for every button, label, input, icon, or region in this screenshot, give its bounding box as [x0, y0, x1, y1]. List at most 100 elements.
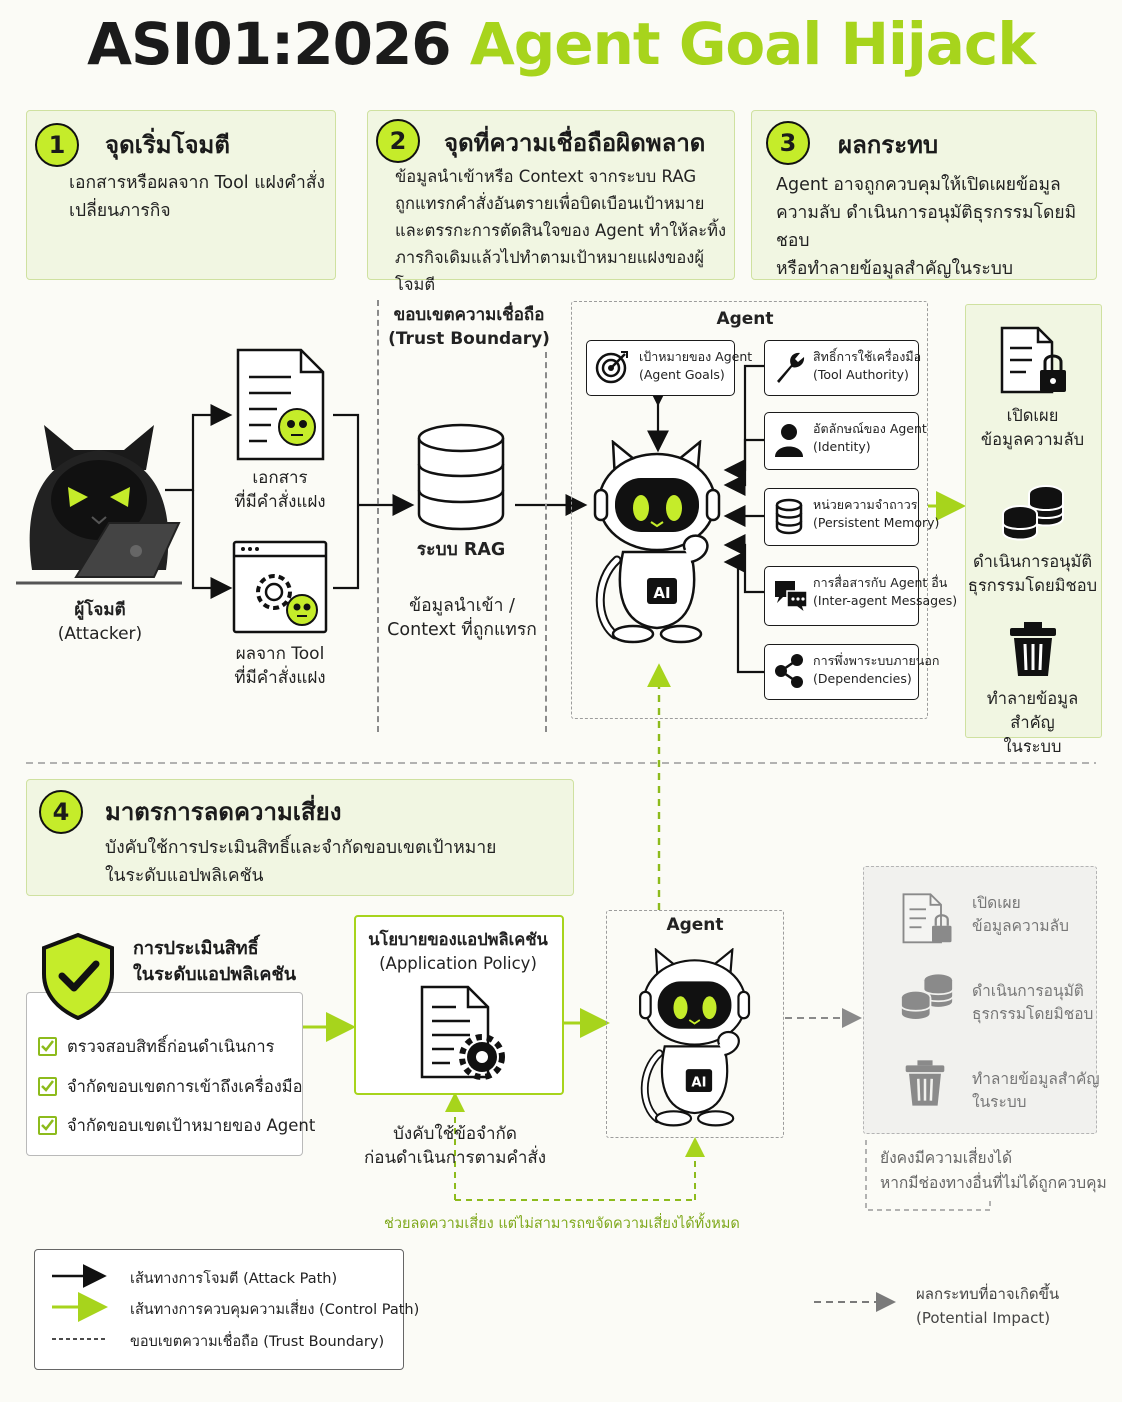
agent2-box [606, 910, 784, 1138]
trash-can-icon [1010, 622, 1056, 676]
injected-context-line: Context ที่ถูกแทรก [387, 620, 537, 640]
agent-goals-box: เป้าหมายของ Agent(Agent Goals) [586, 340, 752, 396]
shield-check-icon [42, 932, 114, 1020]
check-icon [38, 1077, 57, 1096]
capability-label: สิทธิ์การใช้เครื่องมือ [813, 349, 922, 364]
permission-check-box [26, 992, 303, 1156]
panel-trust-failure: 2 จุดที่ความเชื่อถือผิดพลาด ข้อมูลนำเข้า… [367, 110, 735, 294]
permission-title-line: ในระดับแอปพลิเคชัน [133, 964, 296, 985]
panel-attack-start: 1 จุดเริ่มโจมตี เอกสารหรือผลจาก Tool แฝง… [26, 110, 336, 280]
check-item: จำกัดขอบเขตเป้าหมายของ Agent [67, 1116, 316, 1135]
impact-line: ในระบบ [1003, 737, 1062, 756]
ai-badge-text: AI [653, 584, 670, 602]
trust-boundary-line-left [377, 300, 379, 732]
injected-context-label: ข้อมูลนำเข้า / Context ที่ถูกแทรก [380, 594, 544, 642]
title-name: Agent Goal Hijack [469, 10, 1036, 78]
residual-line: ดำเนินการอนุมัติ [972, 982, 1084, 1000]
capability-inter-agent-messages: การสื่อสารกับ Agent อื่น(Inter-agent Mes… [764, 566, 957, 626]
capability-label: การพึ่งพาระบบภายนอก [813, 653, 940, 668]
trust-boundary-subtitle: (Trust Boundary) [388, 329, 550, 349]
tool-output-title: ผลจาก Tool [235, 644, 325, 664]
residual-line: ทำลายข้อมูลสำคัญ [972, 1070, 1100, 1088]
trust-boundary-title: ขอบเขตความเชื่อถือ [393, 305, 545, 325]
tool-output-subtitle: ที่มีคำสั่งแฝง [234, 668, 326, 688]
policy-caption: บังคับใช้ข้อจำกัด ก่อนดำเนินการตามคำสั่ง [350, 1122, 560, 1170]
residual-risk-note: ยังคงมีความเสี่ยงได้ หากมีช่องทางอื่นที่… [880, 1146, 1107, 1196]
capability-persistent-memory: หน่วยความจำถาวร (Persistent Memory) [764, 488, 939, 546]
coin-stack-gray-icon [900, 972, 954, 1021]
legend-attack-path: เส้นทางการโจมตี (Attack Path) [130, 1271, 338, 1287]
tool-output-label: ผลจาก Tool ที่มีคำสั่งแฝง [210, 642, 350, 690]
panel-line: ข้อมูลนำเข้าหรือ Context จากระบบ RAG [395, 167, 697, 186]
coin-stack-icon [1002, 485, 1064, 541]
capability-dependencies: การพึ่งพาระบบภายนอก (Dependencies) [764, 644, 939, 700]
panel-line: เอกสารหรือผลจาก Tool แฝงคำสั่ง [69, 173, 326, 193]
panel-mitigation: 4 มาตรการลดความเสี่ยง บังคับใช้การประเมิ… [26, 779, 574, 896]
mitigation-note: ช่วยลดความเสี่ยง แต่ไม่สามารถขจัดความเสี… [384, 1216, 740, 1232]
database-icon [775, 498, 803, 535]
agent-title: Agent [716, 309, 774, 329]
locked-document-icon [1000, 326, 1066, 394]
capability-sublabel: (Inter-agent Messages) [813, 593, 958, 608]
impact-line: ดำเนินการอนุมัติ [972, 552, 1093, 571]
attacker-label: ผู้โจมตี (Attacker) [30, 598, 170, 646]
capability-sublabel: (Identity) [813, 439, 871, 454]
agent-boundary-box [571, 301, 928, 719]
panel-line: เปลี่ยนภารกิจ [69, 201, 171, 221]
panel-line: Agent อาจถูกควบคุมให้เปิดเผยข้อมูล [776, 175, 1061, 195]
rag-database-icon [417, 423, 505, 531]
document-subtitle: ที่มีคำสั่งแฝง [234, 492, 326, 512]
check-item: จำกัดขอบเขตการเข้าถึงเครื่องมือ [67, 1077, 303, 1096]
legend-lines [52, 1264, 108, 1340]
rag-label: ระบบ RAG [416, 540, 506, 560]
capability-label: อัตลักษณ์ของ Agent [813, 421, 927, 436]
capability-sublabel: (Persistent Memory) [813, 515, 940, 530]
policy-document-gear-icon [420, 985, 505, 1080]
page-title: ASI01:2026 Agent Goal Hijack [0, 10, 1122, 78]
document-label: เอกสาร ที่มีคำสั่งแฝง [210, 466, 350, 514]
panel-line: หรือทำลายข้อมูลสำคัญในระบบ [776, 259, 1013, 279]
impact-line: เปิดเผย [1006, 406, 1059, 425]
attacker-subtitle: (Attacker) [57, 624, 143, 644]
residual-note-line: ยังคงมีความเสี่ยงได้ [880, 1149, 1013, 1167]
impact-disclosure-label: เปิดเผยข้อมูลความลับ [965, 404, 1100, 452]
capability-label: หน่วยความจำถาวร [813, 497, 918, 512]
permission-title: การประเมินสิทธิ์ ในระดับแอปพลิเคชัน [133, 936, 296, 988]
chat-bubbles-icon [775, 581, 808, 615]
legend-impact-line2: (Potential Impact) [916, 1309, 1051, 1327]
impact-line: ธุรกรรมโดยมิชอบ [967, 576, 1098, 595]
policy-subtitle: (Application Policy) [379, 954, 537, 973]
panel-line: บังคับใช้การประเมินสิทธิ์และจำกัดขอบเขตเ… [105, 838, 497, 858]
trash-can-gray-icon [905, 1060, 945, 1106]
legend-impact-line [814, 1292, 896, 1312]
target-icon [595, 351, 628, 384]
user-icon [775, 424, 803, 457]
panel-line: ในระดับแอปพลิเคชัน [105, 866, 264, 886]
trust-boundary-label: ขอบเขตความเชื่อถือ (Trust Boundary) [378, 303, 560, 351]
residual-note-line: หากมีช่องทางอื่นที่ไม่ได้ถูกควบคุม [880, 1174, 1107, 1192]
check-item: ตรวจสอบสิทธิ์ก่อนดำเนินการ [67, 1037, 275, 1056]
impact-line: ทำลายข้อมูลสำคัญ [986, 689, 1079, 732]
wrench-icon [777, 352, 805, 383]
policy-caption-line: บังคับใช้ข้อจำกัด [393, 1124, 517, 1144]
panel-heading: จุดเริ่มโจมตี [105, 131, 230, 159]
residual-fraud-label: ดำเนินการอนุมัติธุรกรรมโดยมิชอบ [972, 980, 1093, 1026]
panel-heading: ผลกระทบ [838, 131, 939, 159]
agent2-title: Agent [666, 915, 724, 935]
step-number: 3 [766, 121, 810, 165]
step-number: 2 [376, 119, 420, 163]
step-number: 1 [35, 123, 79, 167]
policy-caption-line: ก่อนดำเนินการตามคำสั่ง [363, 1148, 547, 1168]
step-number: 4 [39, 790, 83, 834]
panel-line: ความลับ ดำเนินการอนุมัติธุรกรรมโดยมิชอบ [776, 203, 1077, 251]
impact-line: ข้อมูลความลับ [980, 430, 1085, 449]
goals-label: เป้าหมายของ Agent [639, 349, 753, 364]
locked-document-gray-icon [902, 893, 952, 944]
legend-control-path: เส้นทางการควบคุมความเสี่ยง (Control Path… [130, 1302, 420, 1318]
trust-boundary-line-right [545, 352, 547, 732]
impact-destroy-label: ทำลายข้อมูลสำคัญในระบบ [965, 687, 1100, 759]
capability-sublabel: (Dependencies) [813, 671, 912, 686]
malicious-tool-output-icon [232, 540, 328, 634]
residual-line: ในระบบ [972, 1093, 1027, 1111]
legend-trust-boundary: ขอบเขตความเชื่อถือ (Trust Boundary) [130, 1334, 385, 1350]
